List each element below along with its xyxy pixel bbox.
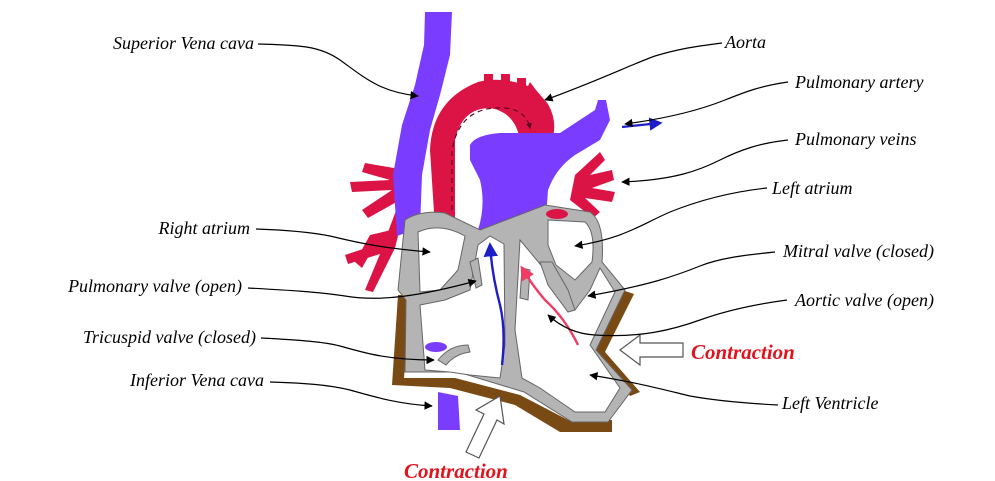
label-right-atrium: Right atrium xyxy=(157,218,250,238)
label-pulmonary-veins: Pulmonary veins xyxy=(794,129,916,149)
left-pulmonary-veins xyxy=(570,152,615,218)
label-mitral-valve: Mitral valve (closed) xyxy=(782,241,934,262)
label-left-ventricle: Left Ventricle xyxy=(781,393,878,413)
label-superior-vena-cava: Superior Vena cava xyxy=(113,33,254,53)
label-tricuspid-valve: Tricuspid valve (closed) xyxy=(83,327,256,348)
label-pulmonary-artery: Pulmonary artery xyxy=(794,72,923,92)
label-left-atrium: Left atrium xyxy=(771,178,853,198)
label-aorta: Aorta xyxy=(724,32,766,52)
inferior-vena-cava xyxy=(438,392,460,430)
contraction-arrow-bottom xyxy=(466,396,504,458)
label-aortic-valve: Aortic valve (open) xyxy=(794,290,934,311)
label-contraction-right: Contraction xyxy=(691,340,795,364)
label-inferior-vena-cava: Inferior Vena cava xyxy=(129,370,264,390)
contraction-arrow-right xyxy=(620,335,683,365)
pulmonary-vein-opening xyxy=(546,209,568,219)
label-contraction-bottom: Contraction xyxy=(404,459,508,481)
coronary-sinus-opening xyxy=(425,342,447,352)
label-pulmonary-valve: Pulmonary valve (open) xyxy=(67,276,242,297)
